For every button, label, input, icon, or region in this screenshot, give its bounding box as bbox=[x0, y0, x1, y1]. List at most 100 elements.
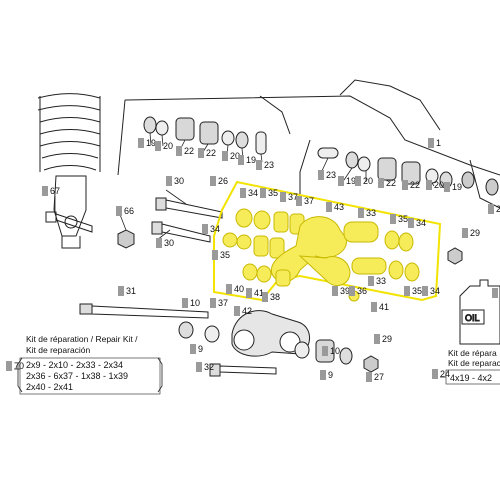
callout-27: 27 bbox=[366, 372, 384, 382]
frame-outline bbox=[117, 79, 500, 209]
callout-label-70: 70 bbox=[14, 361, 24, 371]
callout-label-28: 28 bbox=[496, 204, 500, 214]
callout-23a: 23 bbox=[256, 160, 274, 170]
oil-bottle: OIL bbox=[459, 279, 500, 345]
callout-tag-38 bbox=[262, 292, 268, 302]
callout-tag-19a bbox=[138, 138, 144, 148]
bolt-31 bbox=[79, 303, 209, 319]
callout-label-22c: 22 bbox=[386, 178, 396, 188]
callout-label-20c: 20 bbox=[363, 176, 373, 186]
callout-24: 24 bbox=[432, 369, 450, 379]
callout-tag-30a bbox=[166, 176, 172, 186]
callout-19d: 19 bbox=[444, 182, 462, 192]
callout-20a: 20 bbox=[155, 141, 173, 151]
callout-tag-70 bbox=[6, 361, 12, 371]
leader-lines bbox=[54, 132, 451, 241]
callout-tag-37c bbox=[210, 298, 216, 308]
callout-36: 36 bbox=[349, 286, 367, 296]
callout-label-37b: 37 bbox=[304, 196, 314, 206]
callout-label-23a: 23 bbox=[264, 160, 274, 170]
callout-label-20d: 20 bbox=[434, 180, 444, 190]
callout-22c: 22 bbox=[378, 178, 396, 188]
callout-label-34c: 34 bbox=[210, 224, 220, 234]
callout-label-9b: 9 bbox=[328, 370, 333, 380]
callout-tag-20b bbox=[222, 151, 228, 161]
callout-label-66: 66 bbox=[124, 206, 134, 216]
callout-tag-14 bbox=[492, 288, 498, 298]
repair-kit-left: Kit de réparation / Repair Kit / Kit de … bbox=[17, 334, 163, 395]
callout-label-33a: 33 bbox=[366, 208, 376, 218]
callout-label-35b: 35 bbox=[398, 214, 408, 224]
kit-left-row-3: 2x40 - 2x41 bbox=[26, 382, 73, 392]
callout-66: 66 bbox=[116, 206, 134, 216]
callout-tag-66 bbox=[116, 206, 122, 216]
callout-label-22b: 22 bbox=[206, 148, 216, 158]
bolts-30 bbox=[151, 197, 223, 243]
kit-leaders bbox=[14, 368, 446, 378]
callout-tag-31 bbox=[118, 286, 124, 296]
callout-41b: 41 bbox=[371, 302, 389, 312]
callout-tag-22a bbox=[176, 146, 182, 156]
nuts-29 bbox=[363, 247, 463, 373]
callout-label-1: 1 bbox=[436, 138, 441, 148]
callout-tag-30b bbox=[156, 238, 162, 248]
callout-33b: 33 bbox=[368, 276, 386, 286]
callout-30b: 30 bbox=[156, 238, 174, 248]
callout-label-19a: 19 bbox=[146, 138, 156, 148]
callout-tag-20d bbox=[426, 180, 432, 190]
callout-tag-36 bbox=[349, 286, 355, 296]
callout-tag-9a bbox=[190, 344, 196, 354]
callout-tag-34c bbox=[202, 224, 208, 234]
callout-label-41a: 41 bbox=[254, 288, 264, 298]
callout-28: 28 bbox=[488, 204, 500, 214]
callout-tag-41a bbox=[246, 288, 252, 298]
callout-31: 31 bbox=[118, 286, 136, 296]
callout-label-29b: 29 bbox=[382, 334, 392, 344]
callout-tag-35d bbox=[404, 286, 410, 296]
callout-tag-43 bbox=[326, 202, 332, 212]
callout-tag-33a bbox=[358, 208, 364, 218]
callout-14: 14 bbox=[492, 288, 498, 298]
callout-label-38: 38 bbox=[270, 292, 280, 302]
callout-tag-22b bbox=[198, 148, 204, 158]
callout-tag-22c bbox=[378, 178, 384, 188]
callout-tag-34b bbox=[408, 218, 414, 228]
kit-right-title-2: Kit de reparació bbox=[448, 358, 500, 368]
callout-34a: 34 bbox=[240, 188, 258, 198]
callout-tag-23b bbox=[318, 170, 324, 180]
callout-tag-34a bbox=[240, 188, 246, 198]
callout-tag-34d bbox=[422, 286, 428, 296]
callout-label-19d: 19 bbox=[452, 182, 462, 192]
callout-label-37a: 37 bbox=[288, 192, 298, 202]
callout-tag-27 bbox=[366, 372, 372, 382]
callout-tag-23a bbox=[256, 160, 262, 170]
callout-label-42: 42 bbox=[242, 306, 252, 316]
nut-66 bbox=[117, 229, 135, 249]
kit-left-title-1: Kit de réparation / Repair Kit / bbox=[26, 334, 138, 344]
callout-tag-19c bbox=[338, 176, 344, 186]
callout-tag-22d bbox=[402, 180, 408, 190]
callout-label-22a: 22 bbox=[184, 146, 194, 156]
oil-label: OIL bbox=[465, 313, 480, 323]
callout-label-19c: 19 bbox=[346, 176, 356, 186]
callout-tag-67 bbox=[42, 186, 48, 196]
callout-70: 70 bbox=[6, 361, 24, 371]
kit-right-row-1: 4x19 - 4x2 bbox=[450, 373, 492, 383]
callout-tag-40 bbox=[226, 284, 232, 294]
callout-tag-35c bbox=[212, 250, 218, 260]
kit-right-title-1: Kit de répara bbox=[448, 348, 497, 358]
callout-label-20a: 20 bbox=[163, 141, 173, 151]
callout-32: 32 bbox=[196, 362, 214, 372]
callout-label-30b: 30 bbox=[164, 238, 174, 248]
callout-34b: 34 bbox=[408, 218, 426, 228]
rocker-assembly-highlight bbox=[213, 180, 442, 302]
callout-19a: 19 bbox=[138, 138, 156, 148]
callout-label-35a: 35 bbox=[268, 188, 278, 198]
bolt-67 bbox=[45, 211, 93, 233]
callout-tag-35b bbox=[390, 214, 396, 224]
callout-label-34a: 34 bbox=[248, 188, 258, 198]
shock-spring bbox=[37, 93, 101, 249]
callout-tag-29b bbox=[374, 334, 380, 344]
